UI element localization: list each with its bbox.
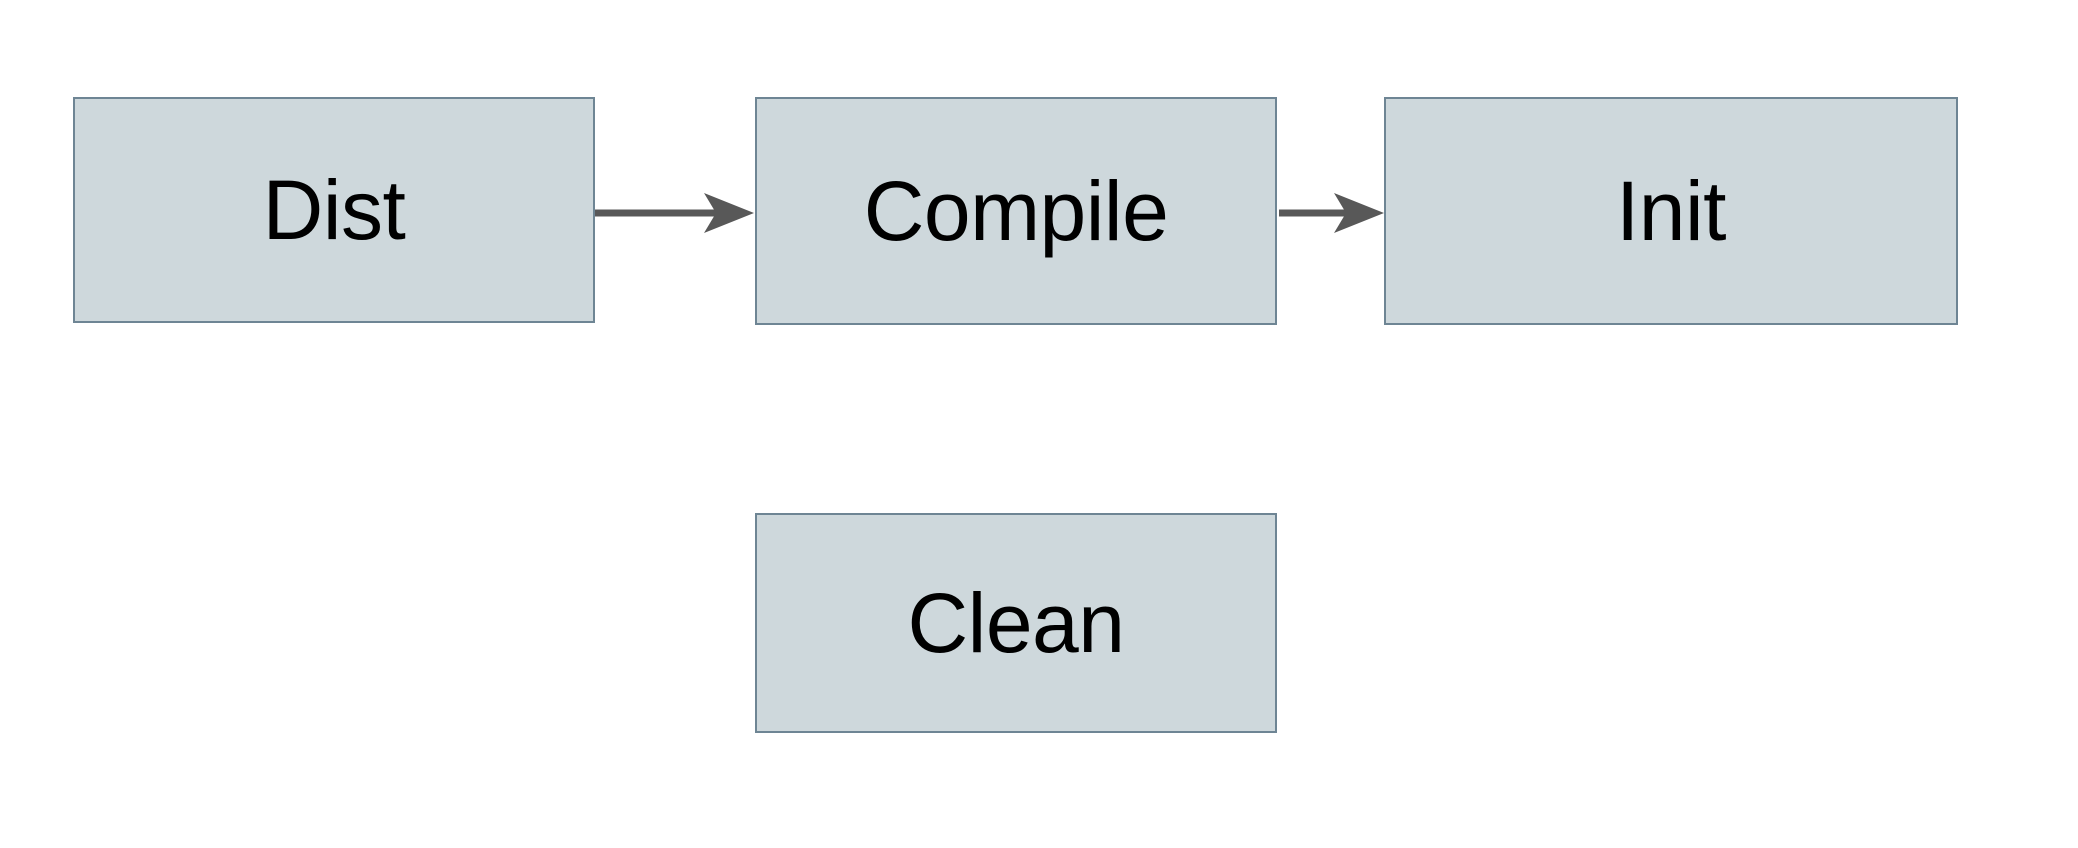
edge-compile-to-init[interactable] xyxy=(1279,193,1384,233)
node-compile-label: Compile xyxy=(863,164,1169,258)
node-clean[interactable]: Clean xyxy=(755,513,1277,733)
node-init[interactable]: Init xyxy=(1384,97,1958,325)
edge-compile-to-init-arrowhead xyxy=(1334,193,1384,233)
edge-dist-to-compile[interactable] xyxy=(595,193,754,233)
node-dist-label: Dist xyxy=(262,163,406,257)
node-init-label: Init xyxy=(1615,164,1727,258)
node-compile[interactable]: Compile xyxy=(755,97,1277,325)
edge-dist-to-compile-arrowhead xyxy=(704,193,754,233)
node-dist[interactable]: Dist xyxy=(73,97,595,323)
node-clean-label: Clean xyxy=(907,576,1125,670)
